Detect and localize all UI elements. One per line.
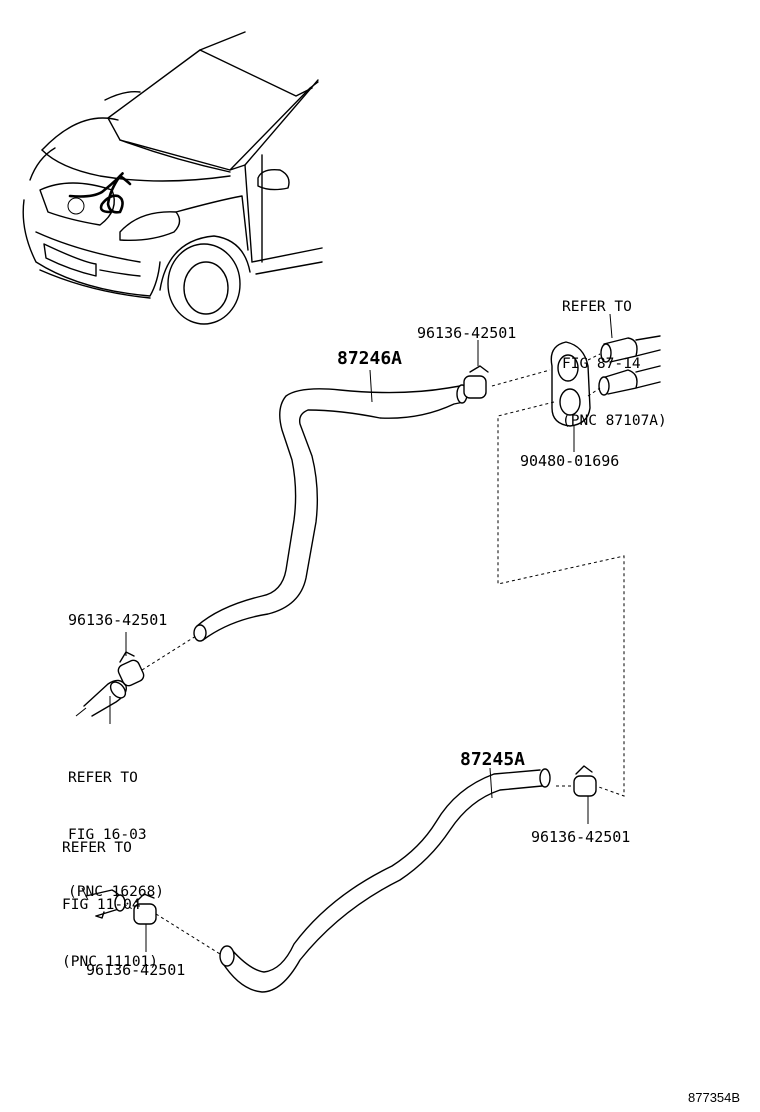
ref-fig-16-03: REFER TO FIG 16-03 (PNC 16268) <box>68 731 164 921</box>
label-clamp-left: 96136-42501 <box>68 611 168 629</box>
clamp-left <box>117 632 145 687</box>
ref-line: (PNC 16268) <box>68 884 165 900</box>
ref-line: FIG 16-03 <box>68 827 147 843</box>
clamp-right <box>573 765 597 824</box>
pipe-fig-11-04 <box>81 887 126 919</box>
ref-line: (PNC 87107A) <box>562 413 667 429</box>
clamp-top <box>463 340 489 399</box>
label-clamp-right: 96136-42501 <box>531 828 631 846</box>
ref-fig-11-04: REFER TO FIG 11-04 (PNC 11101) <box>62 801 158 991</box>
label-grommet: 90480-01696 <box>520 452 620 470</box>
pipe-fig-16-03 <box>75 679 127 724</box>
ref-line: REFER TO <box>562 299 632 315</box>
hose-87245a <box>219 767 551 993</box>
nozzle-tubes <box>598 313 661 396</box>
ref-line: FIG 87-14 <box>562 356 641 372</box>
grommet-part <box>550 341 591 452</box>
label-87245a: 87245A <box>460 749 526 770</box>
ref-line: REFER TO <box>68 770 138 786</box>
ref-fig-87-14: REFER TO FIG 87-14 (PNC 87107A) <box>562 260 667 450</box>
clamp-bottom <box>133 893 157 952</box>
diagram-code: 877354B <box>688 1090 741 1105</box>
label-87246a: 87246A <box>337 348 403 369</box>
dashed-connectors <box>123 353 625 955</box>
ref-line: REFER TO <box>62 840 132 856</box>
label-clamp-bottom: 96136-42501 <box>86 961 186 979</box>
hose-87246a <box>193 369 468 642</box>
label-clamp-top: 96136-42501 <box>417 324 517 342</box>
car-illustration <box>22 31 323 325</box>
ref-line: (PNC 11101) <box>62 954 159 970</box>
ref-line: FIG 11-04 <box>62 897 141 913</box>
